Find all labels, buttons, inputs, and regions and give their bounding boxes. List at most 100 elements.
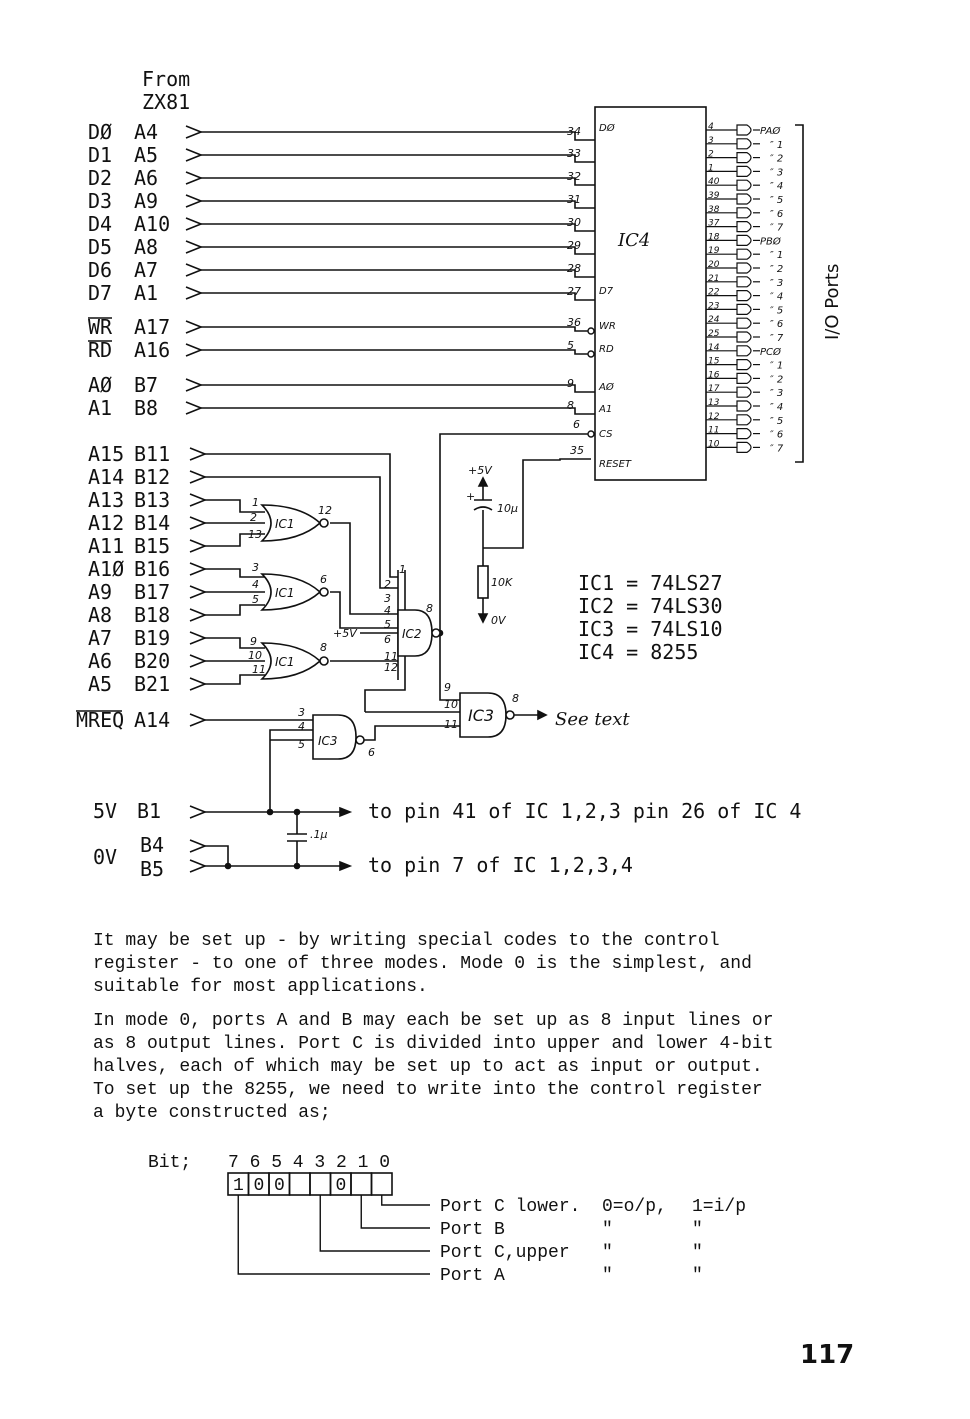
port-buffer <box>736 331 752 343</box>
port-buffer <box>736 372 752 384</box>
bus-wire <box>201 292 595 301</box>
bit-annotation-value1: " <box>692 1220 703 1240</box>
port-label: ″ 6 <box>770 319 783 330</box>
bit-cell-value: 0 <box>274 1176 285 1196</box>
bit-cell <box>288 1172 311 1196</box>
bit-annotation-value0: 0=o/p, <box>602 1197 667 1217</box>
gate-pin-number: 4 <box>298 720 305 733</box>
edge-signal-name: D6 <box>88 258 112 282</box>
reset-ground: 0V <box>491 614 507 627</box>
bit-leader-line <box>237 1195 430 1275</box>
port-buffer <box>736 179 752 191</box>
bit-annotation-name: Port C,upper <box>440 1243 570 1263</box>
port-buffer <box>736 386 752 398</box>
from-label: From <box>142 67 190 91</box>
edge-connector-mark <box>189 585 208 599</box>
gate-pin-number: 8 <box>426 602 433 615</box>
ic4-right-pin-number: 3 <box>708 136 714 146</box>
port-label: ″ 1 <box>770 140 783 151</box>
ic4-right-pin-number: 2 <box>708 150 714 160</box>
edge-connector-mark <box>185 217 204 231</box>
gate-pin-number: 2 <box>384 578 391 591</box>
edge-connector-mark <box>185 171 204 185</box>
ic4-label: IC4 <box>617 230 650 251</box>
reset-plus: + <box>466 490 475 503</box>
port-label: PBØ <box>760 235 782 247</box>
port-label: ″ 2 <box>770 264 783 275</box>
gate-pin-number: 11 <box>384 650 398 663</box>
ic4-body <box>594 106 707 481</box>
port-buffer <box>736 152 752 164</box>
gate-pin-number: 8 <box>320 641 327 654</box>
port-label: ″ 6 <box>770 209 783 220</box>
bus-wire <box>201 326 595 332</box>
ic3a-label: IC3 <box>318 734 338 748</box>
gate-pin-number: 9 <box>250 635 257 648</box>
port-buffer <box>736 303 752 315</box>
edge-connector-mark <box>185 125 204 139</box>
ic4-right-pin-number: 15 <box>708 357 720 367</box>
port-label: ″ 5 <box>770 416 783 427</box>
ic4-right-pin-number: 12 <box>708 412 720 422</box>
edge-pin-name: A9 <box>134 189 158 213</box>
port-buffer <box>736 262 752 274</box>
ic4-right-pin-number: 38 <box>708 205 720 215</box>
ic1b-gate <box>260 573 322 611</box>
ic4-pin-number: 8 <box>567 399 574 412</box>
port-label: ″ 7 <box>770 443 784 454</box>
gate-pin-number: 10 <box>444 698 458 711</box>
bit-cell <box>350 1172 373 1196</box>
port-label: ″ 4 <box>770 181 783 192</box>
bus-wire <box>201 177 595 186</box>
ic4-right-pin-number: 14 <box>708 343 720 353</box>
ic1c-gate <box>260 642 322 680</box>
gate-pin-number: 6 <box>384 633 391 646</box>
bus-wire <box>201 223 595 232</box>
ic4-pin-number: 5 <box>567 339 574 352</box>
port-label: ″ 5 <box>770 305 783 316</box>
gate-pin-number: 5 <box>252 593 259 606</box>
bit-cell <box>309 1172 332 1196</box>
port-buffer <box>736 221 752 233</box>
reset-resistor: 10K <box>491 576 513 589</box>
ic4-right-pin-number: 11 <box>708 426 719 436</box>
edge-pin-name: A7 <box>134 258 158 282</box>
bit-annotation-name: Port A <box>440 1266 505 1286</box>
gate-pin-number: 5 <box>384 618 391 631</box>
port-buffer <box>736 138 752 150</box>
port-label: ″ 6 <box>770 430 783 441</box>
gate-pin-number: 12 <box>384 661 398 674</box>
cs-bubble <box>587 430 595 438</box>
port-buffer <box>736 345 752 357</box>
port-buffer <box>736 359 752 371</box>
address-pin-name: B12 <box>134 465 170 489</box>
port-buffer <box>736 234 752 246</box>
edge-connector-mark <box>189 631 208 645</box>
address-signal-name: A6 <box>88 649 112 673</box>
reset-supply: +5V <box>468 464 493 477</box>
bit-annotation-value1: " <box>692 1243 703 1263</box>
edge-signal-name: D3 <box>88 189 112 213</box>
ic4-pin-number: 9 <box>567 377 574 390</box>
port-buffer <box>736 124 752 136</box>
port-buffer <box>736 441 752 453</box>
ic4-left-pin-name: WR <box>599 321 616 332</box>
gate-pin-number: 3 <box>298 706 305 719</box>
edge-pin-name: A16 <box>134 338 170 362</box>
edge-connector-mark <box>185 378 204 392</box>
edge-signal-name: D2 <box>88 166 112 190</box>
address-pin-name: B19 <box>134 626 170 650</box>
paragraph-1: It may be set up - by writing special co… <box>93 931 752 997</box>
port-buffer <box>736 414 752 426</box>
port-buffer <box>736 290 752 302</box>
address-signal-name: A1Ø <box>88 557 124 581</box>
edge-signal-name: D1 <box>88 143 112 167</box>
ic-list-1: IC1 = 74LS27 <box>578 571 723 595</box>
port-label: PCØ <box>760 346 782 358</box>
edge-signal-name: D5 <box>88 235 112 259</box>
port-label: ″ 3 <box>770 388 783 399</box>
v0-pin2: B5 <box>140 857 164 881</box>
bus-wire <box>201 154 595 163</box>
port-label: PAØ <box>760 125 781 137</box>
edge-connector-mark <box>185 320 204 334</box>
